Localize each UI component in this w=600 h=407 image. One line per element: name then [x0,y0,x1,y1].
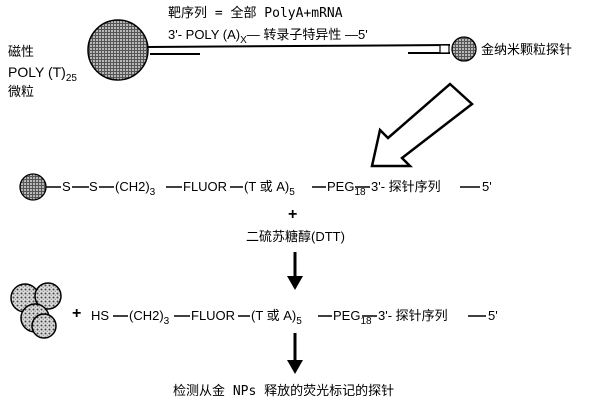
row1-end: 5' [482,179,492,194]
gold-nanoparticle [451,36,477,62]
row2-fluor: FLUOR [191,308,236,323]
row2-probe-seq: 3'- 探针序列 [378,308,448,323]
row2-ch2: (CH2)3 [129,308,170,327]
row2-peg-sub: 18 [360,316,372,327]
row1-peg-sub: 18 [354,187,366,198]
down-arrow-1-head [287,276,303,290]
row2-plus: + [72,305,82,322]
target-sequence-label: 靶序列 = 全部 PolyA+mRNA [168,6,343,21]
bead-label-line2: POLY (T)25 [8,64,77,84]
row1-peg: PEG18 [327,179,366,198]
gold-probe-label: 金纳米颗粒探针 [481,42,573,57]
row2-t-or-a-sub: 5 [296,316,302,327]
row1-t-or-a-text: (T 或 A) [244,179,290,194]
row1-t-or-a: (T 或 A)5 [244,179,295,198]
row2-end: 5' [488,308,498,323]
aggregate-bead-2 [34,282,62,310]
row1-ch2: (CH2)3 [115,179,156,198]
row1-peg-text: PEG [327,179,355,194]
row1-t-or-a-sub: 5 [289,187,295,198]
row1-probe-seq: 3'- 探针序列 [371,179,441,194]
dtt-label: 二硫苏糖醇(DTT) [246,229,345,244]
aggregate-bead-4 [31,313,57,339]
row1-sulfur-2: S [89,179,98,194]
strand-sub: X [240,35,247,46]
poly-t-sub: 25 [65,73,77,84]
poly-t-text: POLY (T) [8,64,66,80]
row1-sulfur-1: S [62,179,71,194]
plus-sign-top: + [288,206,298,223]
row2-ch2-text: (CH2) [129,308,164,323]
probe-linker [439,44,450,54]
row2-t-or-a: (T 或 A)5 [251,308,302,327]
row2-t-or-a-text: (T 或 A) [251,308,297,323]
magnetic-bead [87,19,149,81]
bead-label-line1: 磁性 [8,44,35,59]
bottom-detection-label: 检测从金 NPs 释放的荧光标记的探针 [173,384,395,399]
row1-ch2-text: (CH2) [115,179,150,194]
bead-label-line3: 微粒 [8,84,35,99]
strand-upper [147,44,451,48]
strand-label: 3'- POLY (A)X— 转录子特异性 —5' [168,27,368,46]
down-arrow-2-head [287,360,303,374]
row1-ch2-sub: 3 [149,187,156,198]
strand-suffix: — 转录子特异性 —5' [246,27,368,42]
row2-ch2-sub: 3 [163,316,170,327]
row2-hs: HS [91,308,110,323]
row2-peg: PEG18 [333,308,372,327]
row1-gold-bead [19,173,47,201]
strand-prefix: 3'- POLY (A) [168,27,241,42]
process-arrow [370,82,474,168]
row2-peg-text: PEG [333,308,361,323]
row1-fluor: FLUOR [183,179,228,194]
